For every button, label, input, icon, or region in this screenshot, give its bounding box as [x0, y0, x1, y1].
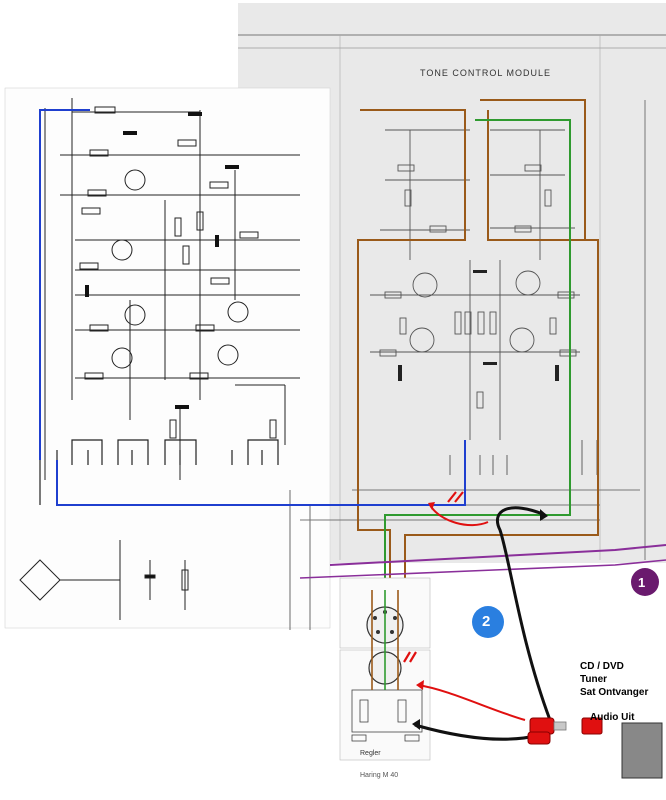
black-cable-upper: [495, 506, 552, 721]
rca-plug: [527, 717, 567, 745]
source-line-1: CD / DVD: [580, 661, 624, 672]
brown-wire-return: [404, 239, 599, 590]
marker-1-label: 1: [638, 575, 646, 590]
black-cable-lower: [414, 723, 541, 741]
red-cut-marks: [403, 491, 464, 663]
bridge-rectifier: [19, 540, 189, 620]
audio-out-label: Audio Uit: [590, 712, 635, 723]
power-amp-connector-pins: [39, 439, 279, 505]
marker-2-label: 2: [482, 613, 491, 630]
source-line-3: Sat Ontvanger: [580, 687, 649, 698]
green-wire: [384, 119, 571, 590]
blue-wire-bottom: [56, 440, 466, 506]
rca-socket: [581, 717, 603, 735]
board-footer: Haring M 40: [360, 772, 399, 779]
marker-2: [472, 606, 504, 638]
power-amp-circuit: [44, 98, 300, 480]
power-amp-paper: [4, 87, 331, 629]
red-arrow-upper: [429, 504, 489, 527]
regler-caption: Regler: [360, 750, 381, 757]
module-title: TONE CONTROL MODULE: [420, 68, 552, 78]
tone-module-circuit: [357, 129, 598, 475]
power-amp-capacitors: [85, 112, 239, 409]
source-device-label: CD / DVD Tuner Sat Ontvanger: [580, 660, 648, 699]
purple-wire-lower: [299, 559, 666, 579]
marker-1: [631, 568, 659, 596]
brown-wire-left: [357, 109, 466, 590]
blue-wire-top: [39, 109, 90, 160]
source-line-2: Tuner: [580, 674, 608, 685]
purple-wire-upper: [329, 544, 666, 566]
source-device-box: [621, 722, 663, 779]
red-arrow-lower: [417, 684, 526, 721]
tone-module-capacitors: [398, 270, 559, 381]
